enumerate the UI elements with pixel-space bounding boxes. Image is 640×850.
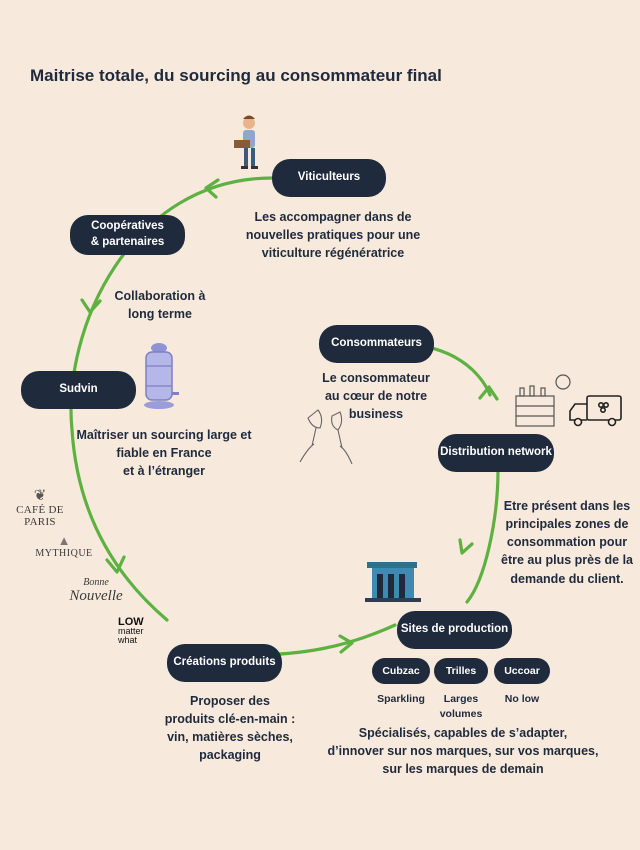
site-uccoar-pill: Uccoar	[494, 658, 550, 684]
cooperatives-desc: Collaboration à long terme	[114, 289, 206, 322]
sites-desc: Spécialisés, capables de s’adapter, d’in…	[327, 726, 599, 777]
distribution-desc: Etre présent dans les principales zones …	[501, 499, 633, 586]
arrow-head-3	[105, 555, 126, 574]
creations-node: Créations produits	[167, 644, 282, 682]
distribution-node: Distribution network	[438, 434, 554, 472]
arrow-head-4	[338, 634, 354, 654]
creations-desc: Proposer des produits clé-en-main : vin,…	[164, 694, 296, 763]
cycle-arc-right	[465, 468, 500, 604]
arrow-head-1	[204, 178, 220, 199]
bonne-nouvelle-logo: Bonne Nouvelle	[69, 577, 123, 604]
consommateurs-desc: Le consommateur au cœur de notre busines…	[322, 371, 430, 422]
mythique-logo: ▲ MYTHIQUE	[35, 533, 93, 559]
page-title: Maitrise totale, du sourcing au consomma…	[30, 66, 442, 85]
delivery-truck-icon	[569, 395, 622, 427]
arrow-head-5	[458, 538, 474, 555]
viticulteurs-label: Viticulteurs	[297, 171, 361, 184]
sudvin-desc: Maîtriser un sourcing large et fiable en…	[76, 428, 252, 479]
consommateurs-node: Consommateurs	[319, 325, 434, 363]
site-trilles-pill: Trilles	[434, 658, 488, 684]
site-trilles-desc: Larges volumes	[439, 693, 483, 720]
cafe-de-paris-logo: ❦ CAFÉ DE PARIS	[16, 487, 64, 528]
site-cubzac-pill: Cubzac	[372, 658, 430, 684]
cooperatives-node: Coopératives & partenaires	[70, 215, 185, 255]
sites-node: Sites de production	[397, 611, 512, 649]
sudvin-node: Sudvin	[21, 371, 136, 409]
site-uccoar-desc: No low	[504, 693, 540, 705]
recycle-icon	[555, 374, 571, 390]
arrow-head-2	[80, 298, 102, 314]
viticulteurs-desc: Les accompagner dans de nouvelles pratiq…	[245, 210, 421, 261]
arrow-head-6	[478, 385, 499, 401]
viticulteurs-node: Viticulteurs	[272, 159, 386, 197]
site-cubzac-desc: Sparkling	[377, 693, 425, 705]
store-icon	[515, 385, 555, 427]
low-matter-what-logo: LOW matter what	[118, 616, 144, 645]
